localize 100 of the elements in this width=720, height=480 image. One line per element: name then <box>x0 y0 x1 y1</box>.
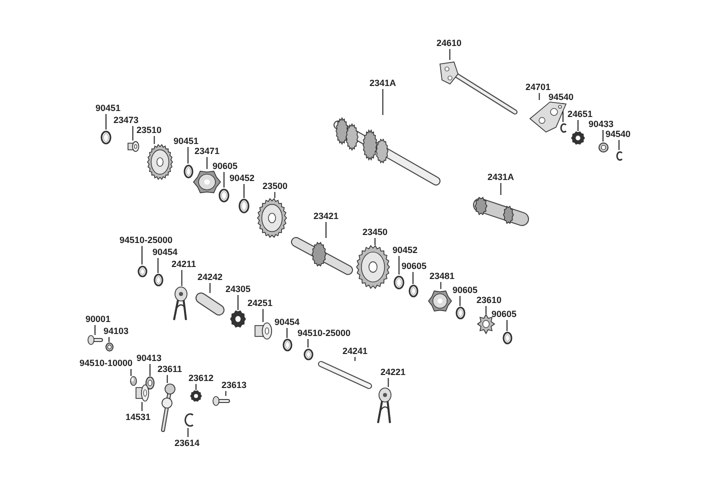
leader-line <box>154 136 155 144</box>
leader-line <box>602 130 604 142</box>
ring-drawing <box>100 130 112 144</box>
part-number: 90451 <box>174 135 199 147</box>
spring-drawing <box>190 390 202 402</box>
bushing-drawing <box>254 322 272 340</box>
part-number: 23473 <box>114 114 139 126</box>
leader-line <box>94 324 96 336</box>
ring-drawing <box>218 188 230 202</box>
shift-shaft-drawing <box>438 60 518 116</box>
leader-line <box>388 378 389 388</box>
leader-line <box>440 282 442 290</box>
leader-line <box>506 320 508 332</box>
part-number: 90454 <box>152 246 178 258</box>
part-number: 94540 <box>606 128 631 140</box>
leader-line <box>225 390 226 396</box>
leader-line <box>130 368 132 376</box>
plate-drawing <box>528 100 568 134</box>
leader-line <box>398 256 400 275</box>
shaft-drawing <box>292 238 352 274</box>
part-number: 2341A <box>370 77 396 89</box>
part-number: 14531 <box>126 411 151 423</box>
part-number: 24701 <box>526 81 551 93</box>
ring-drawing <box>136 264 148 278</box>
part-number: 94510-10000 <box>80 357 133 369</box>
ring-drawing <box>282 338 292 352</box>
pin-drawing <box>130 376 136 386</box>
part-number: 24651 <box>568 108 593 120</box>
bolt-drawing <box>87 335 103 345</box>
gear-drawing <box>356 245 390 289</box>
shift-drum-drawing <box>472 195 528 227</box>
part-number: 90605 <box>402 260 427 272</box>
part-number: 23613 <box>222 379 247 391</box>
washer-drawing <box>104 342 114 352</box>
leader-line <box>274 192 276 198</box>
leader-line <box>618 140 620 150</box>
spring-drawing <box>571 131 585 145</box>
leader-line <box>449 48 450 60</box>
gear-drawing <box>257 198 287 238</box>
part-number: 23471 <box>194 145 220 157</box>
part-number: 90451 <box>96 102 121 114</box>
part-number: 23450 <box>362 226 388 238</box>
gear-drawing <box>147 144 173 180</box>
part-number: 2431A <box>488 171 514 183</box>
part-number: 94510-25000 <box>298 327 351 339</box>
ring-drawing <box>238 198 250 214</box>
leader-line <box>181 270 182 286</box>
part-number: 90433 <box>588 118 614 130</box>
part-number: 23611 <box>158 363 182 375</box>
ring-drawing <box>408 284 418 298</box>
part-number: 90605 <box>452 284 478 296</box>
leader-line <box>132 126 134 141</box>
part-number: 94510-25000 <box>120 234 173 246</box>
leader-line <box>108 336 110 342</box>
part-number: 23421 <box>314 210 339 222</box>
leader-line <box>538 92 540 100</box>
clip-drawing <box>558 122 568 134</box>
part-number: 90605 <box>492 308 517 320</box>
ring-drawing <box>182 164 194 178</box>
part-number: 24211 <box>172 258 196 270</box>
part-number: 23500 <box>262 180 288 192</box>
part-number: 90413 <box>136 352 162 364</box>
ring-drawing <box>152 273 164 287</box>
washer-drawing <box>145 376 155 390</box>
leader-line <box>286 328 288 338</box>
part-number: 90605 <box>212 160 238 172</box>
leader-line <box>500 182 502 196</box>
leader-line <box>374 238 376 246</box>
hub-drawing <box>193 169 221 195</box>
part-number: 24242 <box>198 271 223 283</box>
part-number: 23481 <box>430 270 455 282</box>
ring-drawing <box>302 348 314 360</box>
part-number: 23510 <box>136 124 162 136</box>
part-number: 24221 <box>380 366 406 378</box>
part-number: 94103 <box>104 325 129 337</box>
ring-drawing <box>502 331 512 345</box>
leader-line <box>382 88 384 116</box>
part-number: 90452 <box>392 244 418 256</box>
leader-line <box>262 308 264 322</box>
leader-line <box>166 374 168 384</box>
part-number: 23610 <box>476 294 502 306</box>
washer-drawing <box>598 142 608 152</box>
bolt-drawing <box>212 396 230 406</box>
ring-drawing <box>454 306 466 320</box>
hub-drawing <box>428 289 452 313</box>
part-number: 24241 <box>342 345 368 357</box>
bushing-drawing <box>127 140 139 152</box>
bushing-drawing <box>135 384 149 402</box>
part-number: 90454 <box>274 316 300 328</box>
leader-line <box>206 156 208 170</box>
spring-drawing <box>230 310 246 328</box>
part-number: 24610 <box>436 37 462 49</box>
part-number: 24251 <box>248 297 273 309</box>
part-number: 23612 <box>188 372 214 384</box>
part-number: 23614 <box>174 437 200 449</box>
ring-drawing <box>393 274 405 290</box>
part-number: 24305 <box>226 283 251 295</box>
clip-drawing <box>614 150 624 162</box>
part-number: 90452 <box>230 172 255 184</box>
part-number: 90001 <box>86 313 111 325</box>
